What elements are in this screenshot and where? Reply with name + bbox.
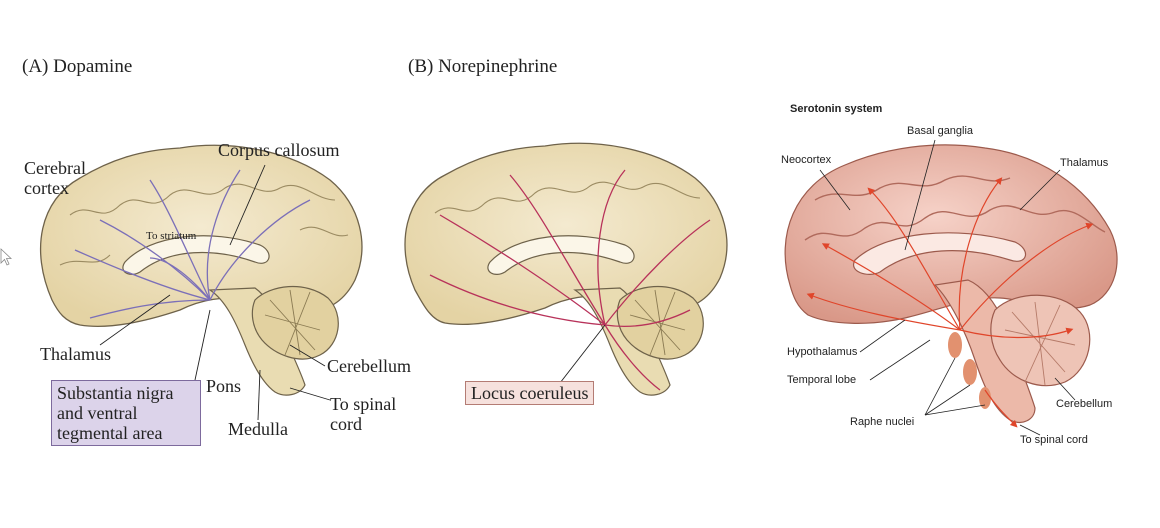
label-pons: Pons <box>206 376 241 396</box>
label-cerebellum-a: Cerebellum <box>327 356 411 376</box>
label-raphe-nuclei: Raphe nuclei <box>850 416 914 428</box>
label-cerebral-cortex: Cerebral cortex <box>24 158 114 198</box>
label-thalamus-c: Thalamus <box>1060 157 1108 169</box>
label-corpus-callosum: Corpus callosum <box>218 140 340 160</box>
label-thalamus-a: Thalamus <box>40 344 111 364</box>
panel-b-title: (B) Norepinephrine <box>408 56 557 78</box>
serotonin-brain <box>785 140 1117 435</box>
norepinephrine-brain <box>405 143 727 395</box>
label-medulla: Medulla <box>228 419 288 439</box>
mouse-cursor-icon <box>0 248 14 268</box>
label-locus-coeruleus: Locus coeruleus <box>465 381 594 405</box>
label-substantia-nigra: Substantia nigra and ventral tegmental a… <box>51 380 201 446</box>
panel-a-title: (A) Dopamine <box>22 56 132 78</box>
label-temporal-lobe: Temporal lobe <box>787 374 856 386</box>
label-hypothalamus: Hypothalamus <box>787 346 857 358</box>
label-neocortex: Neocortex <box>781 154 831 166</box>
label-to-striatum: To striatum <box>146 230 196 242</box>
panel-c-title: Serotonin system <box>790 103 882 115</box>
label-to-spinal-cord-a: To spinal cord <box>330 394 420 434</box>
label-cerebellum-c: Cerebellum <box>1056 398 1112 410</box>
label-basal-ganglia: Basal ganglia <box>907 125 973 137</box>
label-to-spinal-cord-c: To spinal cord <box>1020 434 1088 446</box>
